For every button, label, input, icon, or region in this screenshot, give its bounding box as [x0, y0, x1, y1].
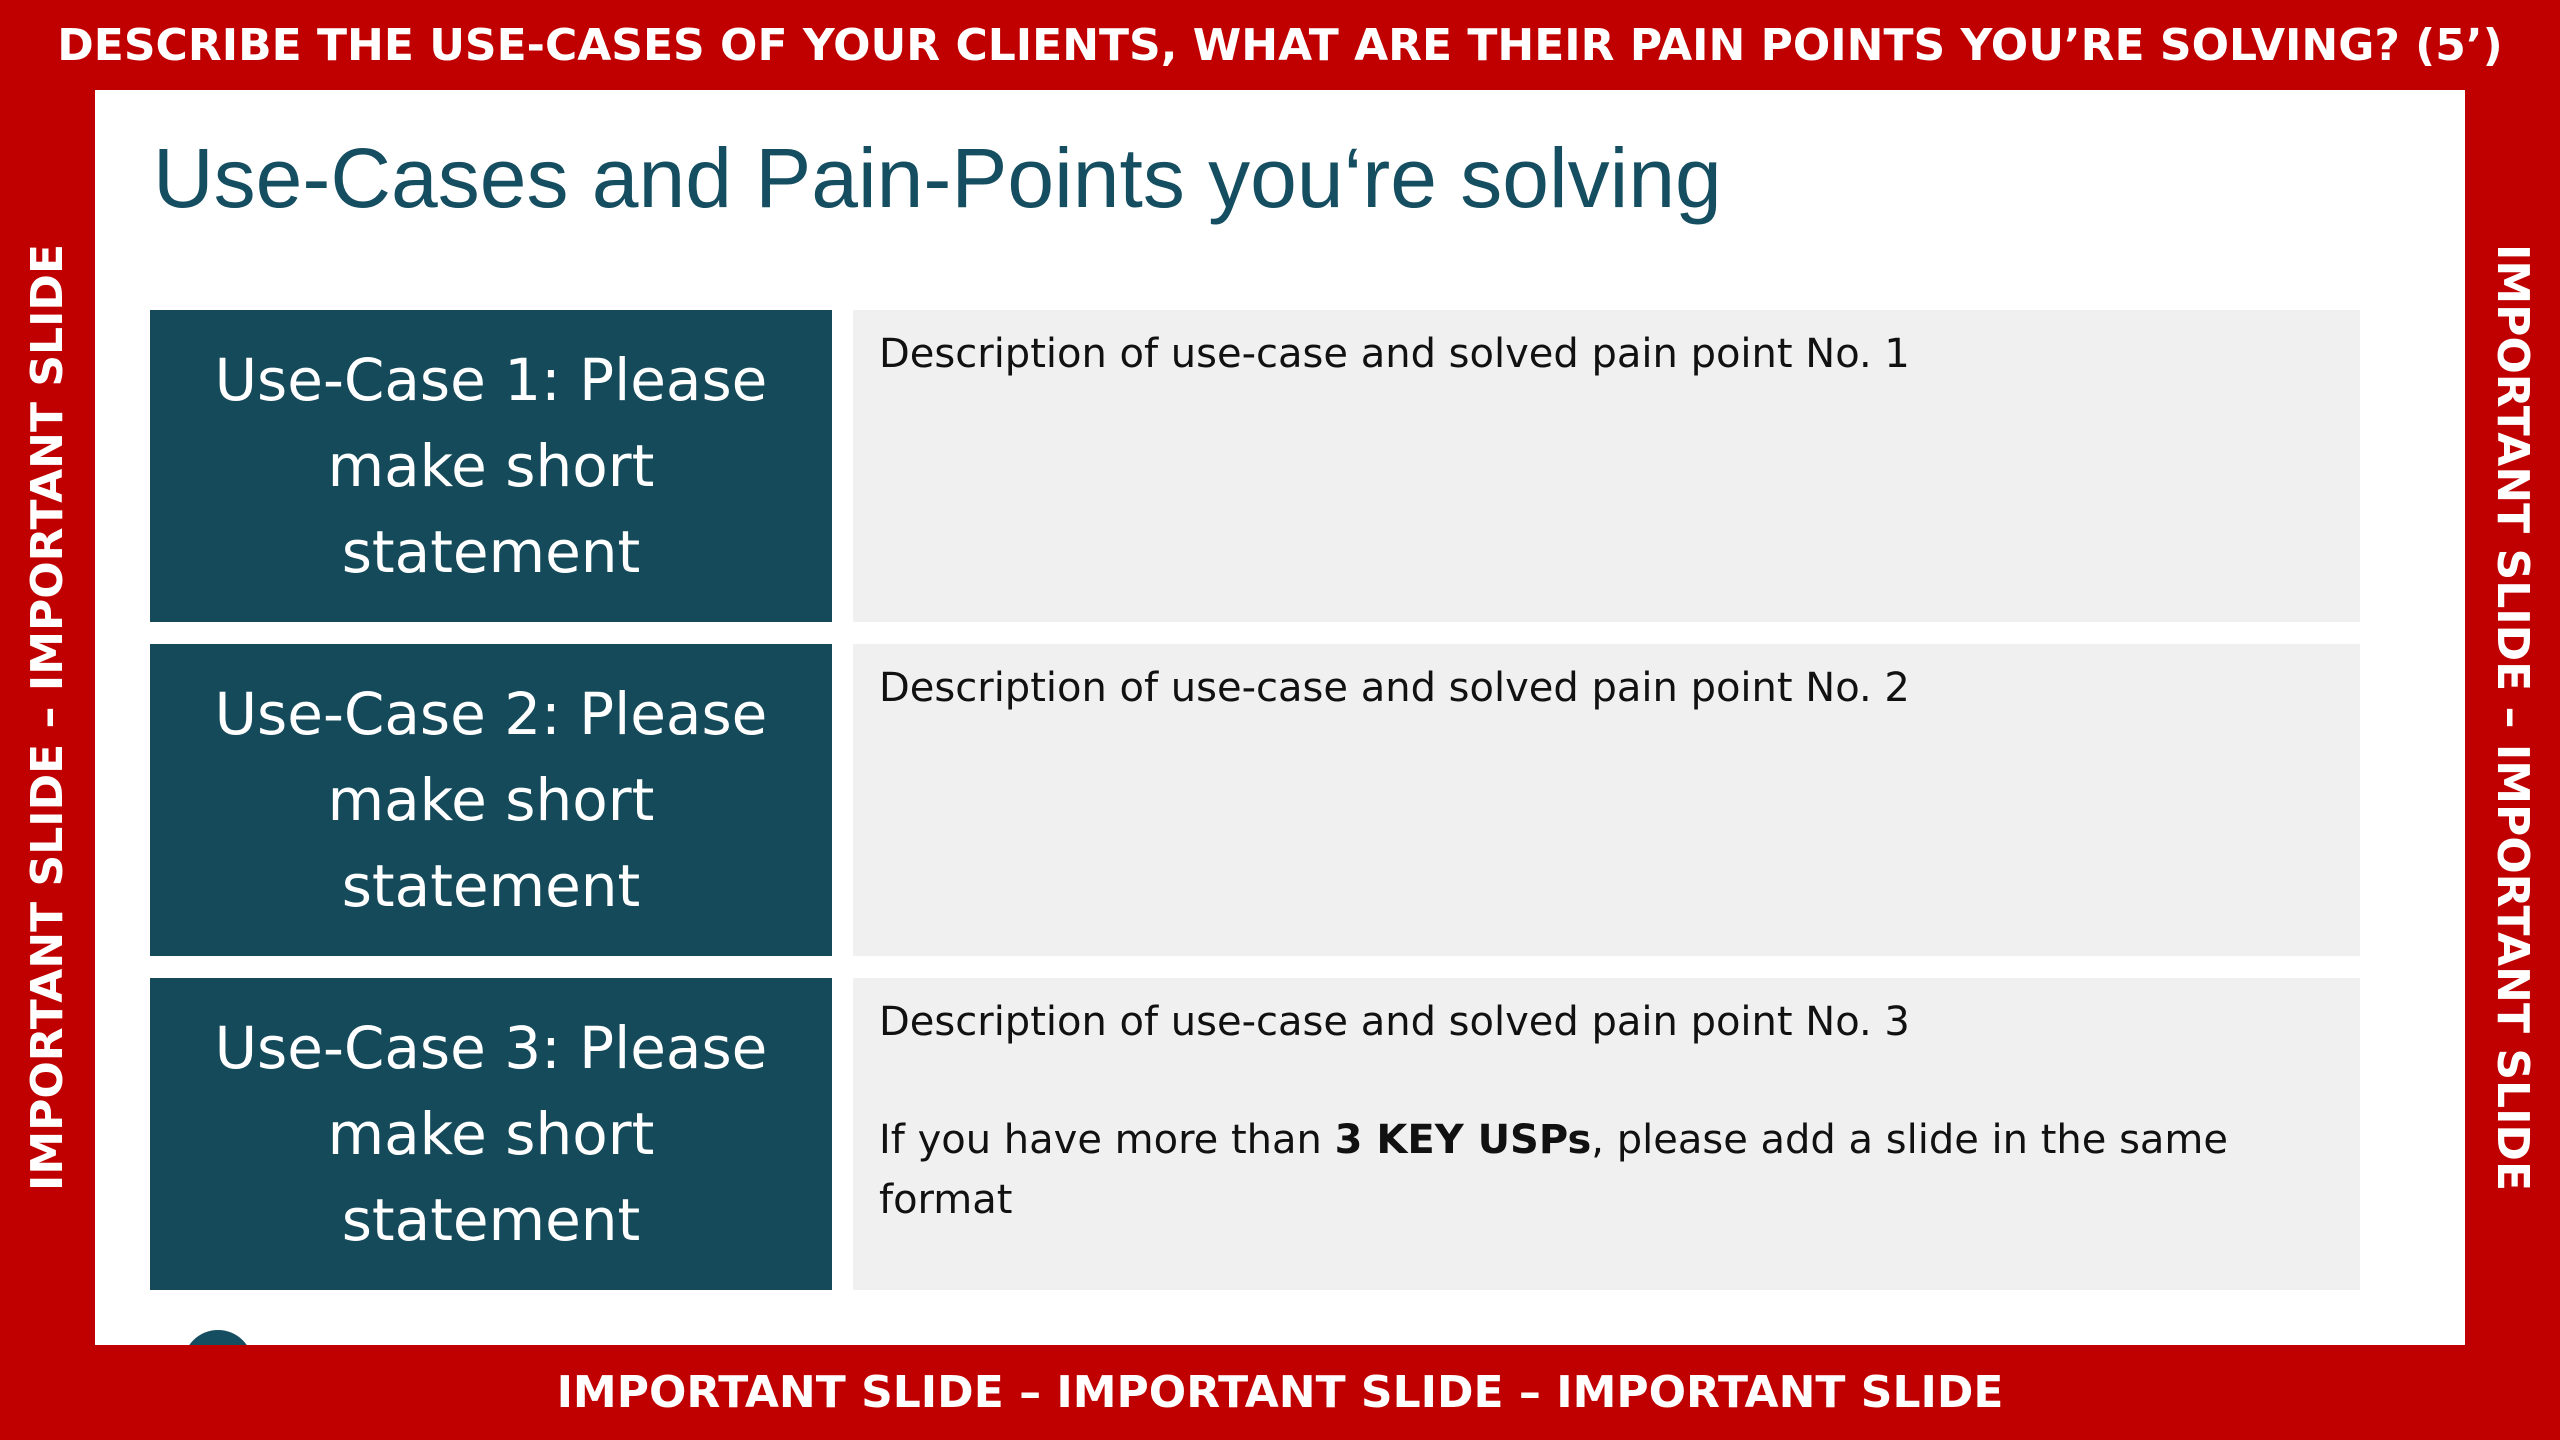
use-case-2-label: Use-Case 2: Please make short statement [215, 671, 768, 929]
use-case-row-2: Use-Case 2: Please make short statement … [150, 644, 2360, 956]
use-case-3-line: Use-Case 3: Please [214, 1014, 768, 1082]
pain-point-2-box: Description of use-case and solved pain … [853, 644, 2360, 956]
use-case-2-line: make short [327, 766, 655, 834]
more-usps-note-end: , please add a slide in the same format [879, 1117, 2228, 1223]
use-case-2-line: statement [341, 852, 641, 920]
use-case-row-3: Use-Case 3: Please make short statement … [150, 978, 2360, 1290]
pain-point-1-description: Description of use-case and solved pain … [879, 331, 1910, 377]
use-case-3-line: statement [341, 1186, 641, 1254]
left-banner: IMPORTANT SLIDE – IMPORTANT SLIDE [0, 90, 95, 1345]
right-banner: IMPORTANT SLIDE – IMPORTANT SLIDE [2465, 90, 2560, 1345]
use-case-1-line: make short [327, 432, 655, 500]
bottom-banner-text: IMPORTANT SLIDE – IMPORTANT SLIDE – IMPO… [556, 1367, 2004, 1418]
more-usps-note: If you have more than 3 KEY USPs, please… [879, 1110, 2334, 1230]
use-case-3-box: Use-Case 3: Please make short statement [150, 978, 832, 1290]
key-usps-emphasis: 3 KEY USPs [1334, 1117, 1592, 1163]
right-banner-text: IMPORTANT SLIDE – IMPORTANT SLIDE [2487, 243, 2538, 1192]
use-case-1-line: Use-Case 1: Please [214, 346, 768, 414]
more-usps-note-start: If you have more than [879, 1117, 1335, 1163]
top-banner-text: DESCRIBE THE USE-CASES OF YOUR CLIENTS, … [57, 19, 2503, 71]
slide-canvas: Use-Cases and Pain-Points you‘re solving… [95, 90, 2465, 1345]
logo-mark [183, 1330, 253, 1345]
left-banner-text: IMPORTANT SLIDE – IMPORTANT SLIDE [22, 243, 73, 1192]
pain-point-1-box: Description of use-case and solved pain … [853, 310, 2360, 622]
top-banner: DESCRIBE THE USE-CASES OF YOUR CLIENTS, … [0, 0, 2560, 90]
use-case-1-box: Use-Case 1: Please make short statement [150, 310, 832, 622]
use-case-1-label: Use-Case 1: Please make short statement [215, 337, 768, 595]
use-case-2-line: Use-Case 2: Please [214, 680, 768, 748]
use-case-3-label: Use-Case 3: Please make short statement [215, 1005, 768, 1263]
use-case-2-box: Use-Case 2: Please make short statement [150, 644, 832, 956]
pain-point-3-box: Description of use-case and solved pain … [853, 978, 2360, 1290]
use-case-3-line: make short [327, 1100, 655, 1168]
bottom-banner: IMPORTANT SLIDE – IMPORTANT SLIDE – IMPO… [0, 1345, 2560, 1440]
use-case-row-1: Use-Case 1: Please make short statement … [150, 310, 2360, 622]
use-case-1-line: statement [341, 518, 641, 586]
pain-point-2-description: Description of use-case and solved pain … [879, 665, 1910, 711]
slide-title: Use-Cases and Pain-Points you‘re solving [153, 131, 1722, 225]
pain-point-3-description: Description of use-case and solved pain … [879, 999, 1910, 1045]
